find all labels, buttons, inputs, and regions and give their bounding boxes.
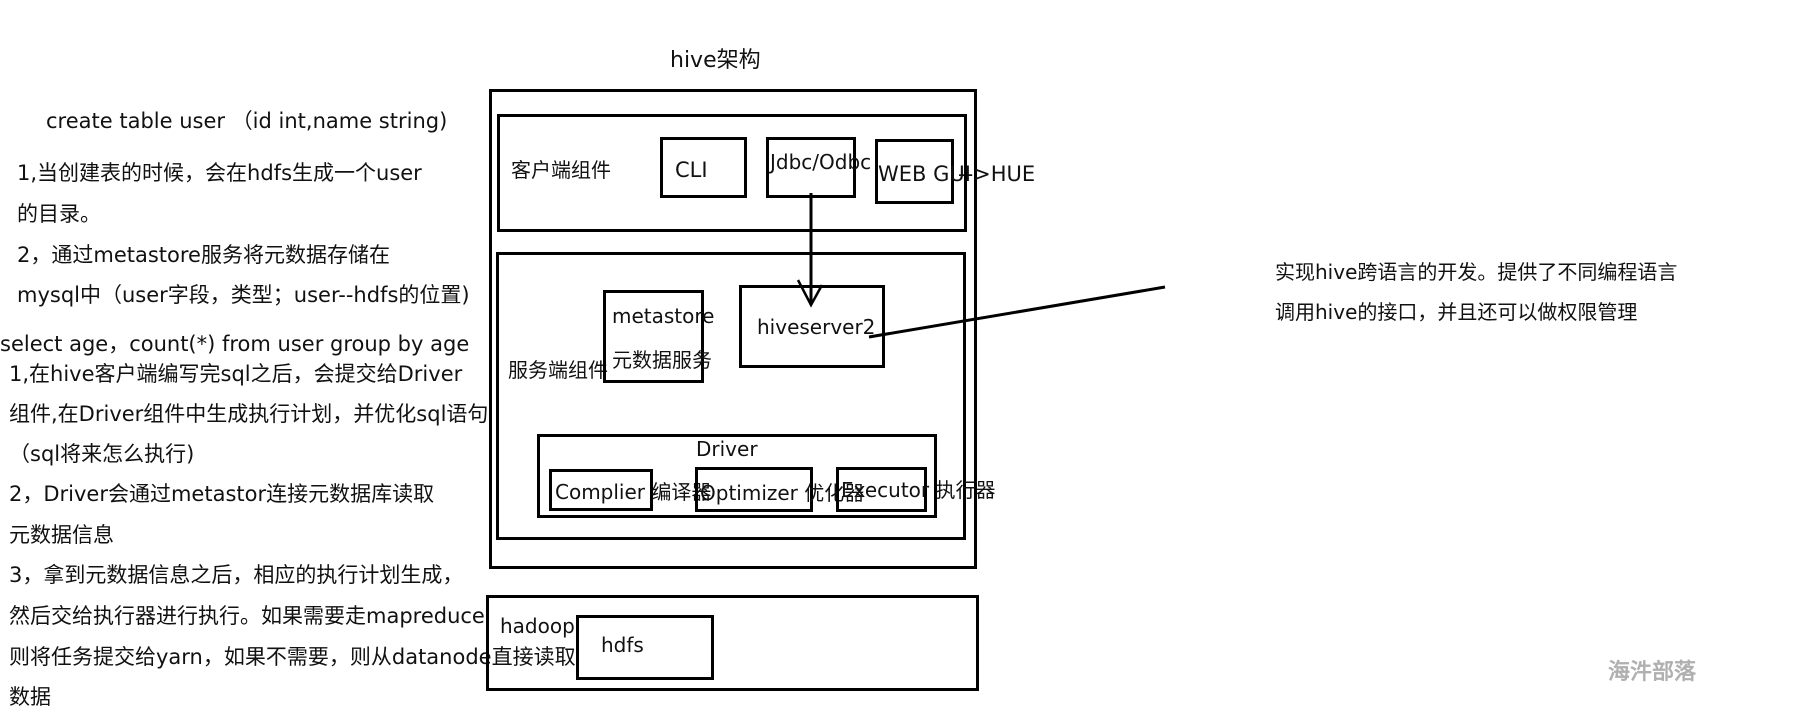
select-step-line: 3，拿到元数据信息之后，相应的执行计划生成， (9, 563, 464, 587)
create-table-statement: create table user （id int,name string) (46, 109, 448, 133)
metastore-label: metastore (612, 304, 715, 328)
jdbc-odbc-label: Jdbc/Odbc (770, 150, 872, 174)
annotation-leader-line (868, 285, 1166, 339)
hadoop-label: hadoop (500, 614, 575, 638)
executor-label: Executor 执行器 (841, 478, 996, 502)
select-step-line: 元数据信息 (9, 523, 114, 547)
select-step-line: 数据 (9, 685, 51, 709)
create-step-line: 2，通过metastore服务将元数据存储在 (17, 243, 390, 267)
server-components-label: 服务端组件 (508, 358, 608, 382)
select-step-line: （sql将来怎么执行) (9, 442, 195, 466)
client-components-label: 客户端组件 (511, 158, 611, 182)
hadoop-box (486, 595, 979, 691)
hue-note: -->HUE (958, 162, 1036, 186)
driver-box (537, 434, 937, 518)
server-components-box (496, 252, 966, 540)
arrowhead-icon (796, 279, 824, 308)
select-step-line: 然后交给执行器进行执行。如果需要走mapreduce (9, 604, 485, 628)
select-statement: select age，count(*) from user group by a… (0, 332, 470, 356)
hiveserver2-annotation-line: 实现hive跨语言的开发。提供了不同编程语言 (1275, 260, 1678, 284)
create-step-line: 的目录。 (17, 202, 101, 226)
web-gui-box (875, 139, 954, 204)
watermark: 海汼部落 (1608, 659, 1697, 685)
web-gui-label: WEB GUI (878, 162, 971, 186)
jdbc-to-hiveserver2-arrow (796, 193, 824, 308)
select-step-line: 2，Driver会通过metastor连接元数据库读取 (9, 482, 435, 506)
create-step-line: 1,当创建表的时候，会在hdfs生成一个user (17, 161, 422, 185)
optimizer-box (695, 467, 813, 512)
metastore-subtitle: 元数据服务 (612, 348, 712, 372)
hdfs-label: hdfs (601, 633, 644, 657)
driver-label: Driver (696, 437, 758, 461)
select-step-line: 1,在hive客户端编写完sql之后，会提交给Driver (9, 362, 463, 386)
diagram-title: hive架构 (670, 48, 761, 73)
create-step-line: mysql中（user字段，类型；user--hdfs的位置) (17, 283, 470, 307)
cli-label: CLI (675, 158, 708, 182)
client-components-box (497, 114, 967, 232)
select-step-line: 组件,在Driver组件中生成执行计划，并优化sql语句 (9, 402, 489, 426)
executor-box (836, 467, 927, 512)
cli-box (660, 137, 747, 198)
select-step-line: 则将任务提交给yarn，如果不需要，则从datanode直接读取 (9, 645, 576, 669)
compiler-label: Complier 编译器 (555, 480, 712, 504)
compiler-box (549, 469, 653, 511)
hdfs-box (576, 615, 714, 680)
hiveserver2-annotation-line: 调用hive的接口，并且还可以做权限管理 (1275, 300, 1638, 324)
metastore-box (603, 290, 704, 383)
hiveserver2-label: hiveserver2 (757, 315, 876, 339)
hive-architecture-box (489, 89, 977, 569)
